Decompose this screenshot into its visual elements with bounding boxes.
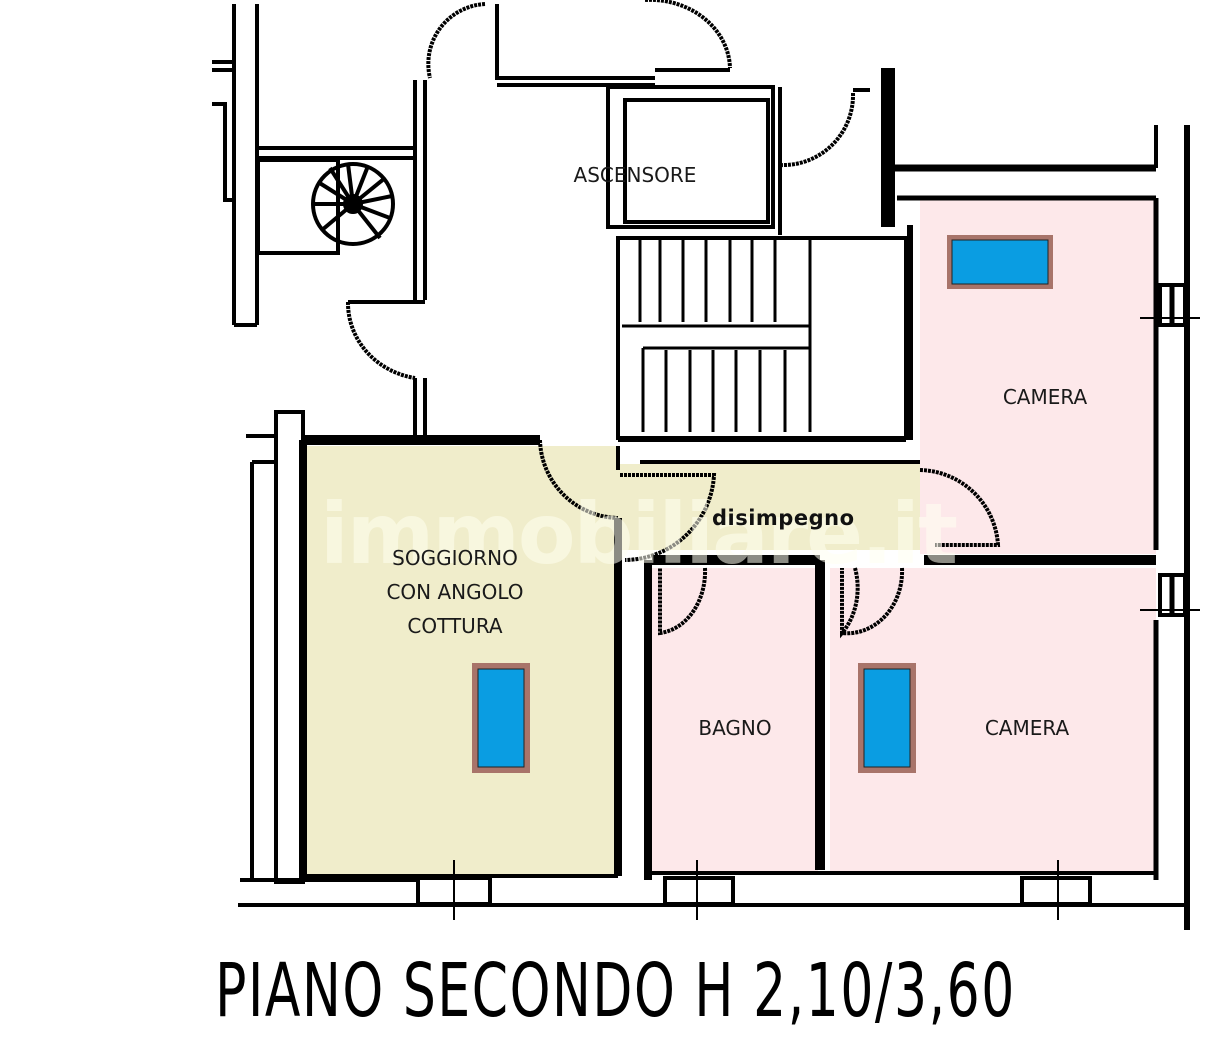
room-label-ascensore: ASCENSORE <box>573 163 697 187</box>
room-label-soggiorno: SOGGIORNO CON ANGOLO COTTURA <box>386 546 524 638</box>
room-label-bagno: BAGNO <box>698 716 772 740</box>
room-label-camera-1: CAMERA <box>1002 385 1088 409</box>
bagno-fill <box>650 568 818 873</box>
skylights <box>472 235 1053 773</box>
disimpegno-fill <box>618 464 920 550</box>
floor-title: PIANO SECONDO H 2,10/3,60 <box>215 948 1016 1034</box>
soggiorno-fill <box>306 446 618 874</box>
walls <box>212 0 1200 930</box>
room-label-camera-2: CAMERA <box>984 716 1070 740</box>
spiral-staircase-icon <box>311 162 395 246</box>
room-label-disimpegno: disimpegno <box>712 506 855 530</box>
